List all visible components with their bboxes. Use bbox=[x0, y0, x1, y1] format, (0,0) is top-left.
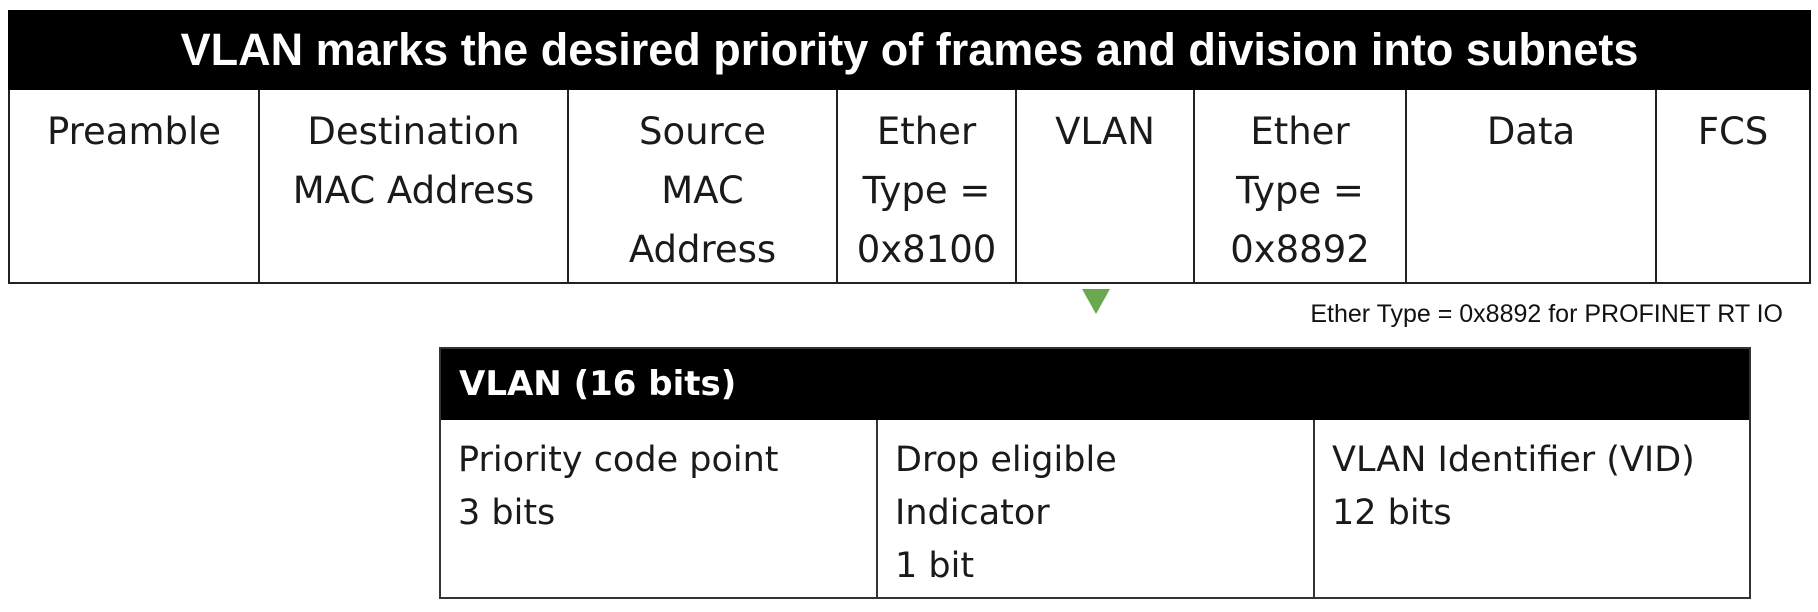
vlan-detail-box: VLAN (16 bits) Priority code point 3 bit… bbox=[439, 347, 1751, 599]
vlan-subfields: Priority code point 3 bits Drop eligible… bbox=[441, 420, 1749, 597]
ethernet-frame-fields: Preamble Destination MAC Address Source … bbox=[8, 90, 1811, 284]
vlan-field-dei-name-line2: Indicator bbox=[895, 493, 1050, 533]
field-ethertype-profinet: Ether Type = 0x8892 bbox=[1195, 90, 1407, 282]
down-arrow-icon bbox=[1082, 289, 1110, 314]
vlan-field-vid-bits: 12 bits bbox=[1332, 493, 1452, 533]
vlan-field-dei: Drop eligible Indicator 1 bit bbox=[878, 420, 1315, 597]
vlan-field-pcp: Priority code point 3 bits bbox=[441, 420, 878, 597]
field-destination-mac: Destination MAC Address bbox=[260, 90, 569, 282]
vlan-field-vid: VLAN Identifier (VID) 12 bits bbox=[1315, 420, 1749, 597]
field-data: Data bbox=[1407, 90, 1657, 282]
field-preamble: Preamble bbox=[10, 90, 260, 282]
vlan-field-vid-name: VLAN Identifier (VID) bbox=[1332, 440, 1695, 480]
frame-title: VLAN marks the desired priority of frame… bbox=[8, 10, 1811, 90]
field-source-mac: Source MAC Address bbox=[569, 90, 838, 282]
vlan-field-pcp-name: Priority code point bbox=[458, 440, 779, 480]
vlan-field-dei-bits: 1 bit bbox=[895, 546, 975, 586]
vlan-field-dei-name: Drop eligible bbox=[895, 440, 1117, 480]
vlan-detail-title: VLAN (16 bits) bbox=[441, 349, 1749, 420]
vlan-field-pcp-bits: 3 bits bbox=[458, 493, 556, 533]
ethertype-note: Ether Type = 0x8892 for PROFINET RT IO bbox=[1310, 300, 1783, 328]
field-vlan: VLAN bbox=[1017, 90, 1195, 282]
field-fcs: FCS bbox=[1657, 90, 1811, 282]
field-ethertype-vlan: Ether Type = 0x8100 bbox=[838, 90, 1017, 282]
